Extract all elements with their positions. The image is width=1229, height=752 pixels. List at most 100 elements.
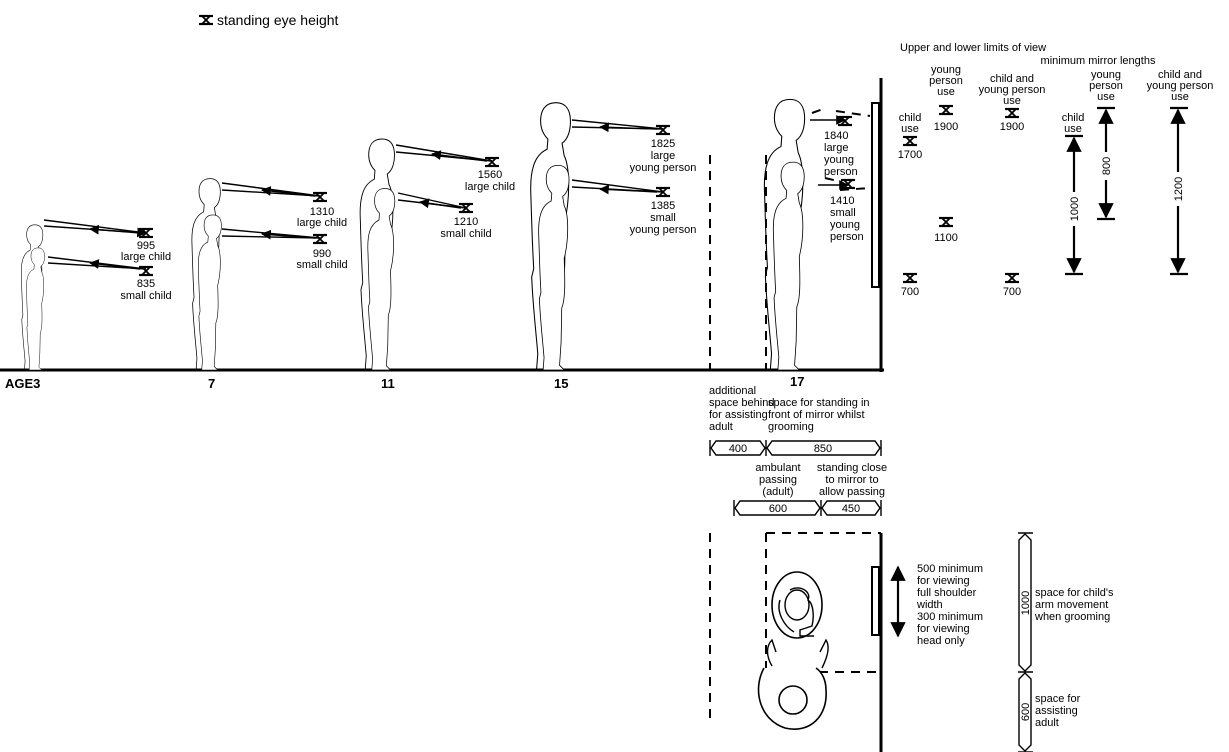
- plan-mirror-panel: [871, 566, 880, 636]
- value-1100: 1100: [934, 232, 958, 244]
- figure-age11-large: [359, 138, 395, 371]
- label-small: small: [650, 212, 676, 224]
- label-young: young: [824, 154, 854, 166]
- eye-marker-icon: [836, 115, 854, 127]
- label-small-child: small child: [120, 290, 171, 302]
- figure-age15-small: [538, 164, 570, 371]
- eye-heights-age11: 1560 large child 1210 small child: [440, 156, 515, 240]
- arm-value: 1000: [1020, 591, 1032, 615]
- sight-lines: [43, 107, 871, 270]
- dim-400: 400: [729, 443, 747, 455]
- both-use-label: child and: [1158, 69, 1202, 81]
- eye-marker-icon: [654, 124, 672, 136]
- age-label: 7: [208, 376, 215, 391]
- both-use-label: use: [1003, 95, 1021, 107]
- label-young: young: [830, 219, 860, 231]
- label-small-child: small child: [440, 228, 491, 240]
- young-use-label: young: [931, 64, 961, 76]
- figure-age3-small: [26, 247, 45, 371]
- dim-600: 600: [769, 503, 787, 515]
- value-1825: 1825: [651, 138, 675, 150]
- limits-title: Upper and lower limits of view: [900, 42, 1046, 54]
- value-995: 995: [137, 240, 155, 252]
- view-label: head only: [917, 635, 965, 647]
- legend: standing eye height: [197, 12, 339, 28]
- assist-label: adult: [1035, 717, 1059, 729]
- behind-label: adult: [709, 421, 733, 433]
- eye-marker-icon: [483, 156, 501, 168]
- young-use-label: use: [1097, 91, 1115, 103]
- young-use-label: use: [937, 86, 955, 98]
- passing-label: passing: [759, 474, 797, 486]
- front-label: grooming: [768, 421, 814, 433]
- eye-marker-icon: [1003, 107, 1021, 119]
- mirror-panel: [871, 102, 880, 288]
- value-1410: 1410: [830, 195, 854, 207]
- age-label: 17: [790, 374, 804, 389]
- value-990: 990: [313, 248, 331, 260]
- age-label: 15: [554, 376, 568, 391]
- eye-heights-age7: 1310 large child 990 small child: [296, 191, 348, 271]
- front-label: space for standing in: [768, 397, 870, 409]
- figure-age7-small: [198, 214, 222, 371]
- age-label: AGE3: [5, 376, 40, 391]
- child-use-label: child: [899, 112, 922, 124]
- value-700: 700: [1003, 286, 1021, 298]
- eye-marker-icon: [901, 272, 919, 284]
- figure-age17-small: [772, 161, 805, 371]
- figure-age11-small: [367, 188, 396, 371]
- legend-label: standing eye height: [217, 12, 339, 28]
- young-use-label: young: [1091, 69, 1121, 81]
- both-use-label: young person: [1147, 80, 1214, 92]
- value-835: 835: [137, 278, 155, 290]
- label-large-child: large child: [465, 181, 515, 193]
- arm-label: space for child's: [1035, 587, 1114, 599]
- passing-label: (adult): [762, 486, 793, 498]
- dim-850: 850: [814, 443, 832, 455]
- value-1310: 1310: [310, 206, 334, 218]
- eye-marker-icon: [1003, 272, 1021, 284]
- value-1560: 1560: [478, 169, 502, 181]
- front-label: front of mirror whilst: [768, 409, 865, 421]
- age-label: 11: [381, 376, 395, 391]
- passing-label: ambulant: [755, 462, 800, 474]
- value-1385: 1385: [651, 200, 675, 212]
- limits-of-view: Upper and lower limits of view child use…: [898, 42, 1046, 298]
- child-plan-figure: [771, 571, 823, 639]
- both-use-label: child and: [990, 73, 1034, 85]
- assist-label: assisting: [1035, 705, 1078, 717]
- figure-age7-large: [191, 178, 221, 371]
- label-young-person: young person: [630, 224, 697, 236]
- label-person: person: [830, 231, 864, 243]
- minimum-mirror-lengths: minimum mirror lengths child use 1000 yo…: [1041, 55, 1214, 276]
- view-label: width: [916, 599, 943, 611]
- behind-label: additional: [709, 385, 756, 397]
- label-large: large: [824, 142, 848, 154]
- arm-label: arm movement: [1035, 599, 1108, 611]
- section-dimensions: additional space behind for assisting ad…: [709, 385, 887, 516]
- close-label: standing close: [817, 462, 887, 474]
- arm-label: when grooming: [1034, 611, 1110, 623]
- view-label: for viewing: [917, 575, 970, 587]
- eye-marker-icon: [311, 191, 329, 203]
- value-1700: 1700: [898, 149, 922, 161]
- child-use-label: use: [901, 123, 919, 135]
- plan-view: 500 minimum for viewing full shoulder wi…: [709, 532, 1114, 752]
- view-label: 300 minimum: [917, 611, 983, 623]
- view-label: 500 minimum: [917, 563, 983, 575]
- assist-label: space for: [1035, 693, 1081, 705]
- mirror-young-value: 800: [1101, 157, 1113, 175]
- young-use-label: person: [929, 75, 963, 87]
- label-large-child: large child: [297, 217, 347, 229]
- label-person: person: [824, 166, 858, 178]
- eye-heights-age3: 995 large child 835 small child: [120, 227, 172, 302]
- child-use-label: use: [1064, 123, 1082, 135]
- eye-heights-age17: 1840 large young person 1410 small young…: [824, 115, 864, 243]
- figure-age15-large: [530, 102, 571, 371]
- eye-marker-icon: [901, 135, 919, 147]
- label-young-person: young person: [630, 162, 697, 174]
- figure-age3-large: [20, 224, 44, 371]
- mirror-lengths-title: minimum mirror lengths: [1041, 55, 1156, 67]
- dim-450: 450: [842, 503, 860, 515]
